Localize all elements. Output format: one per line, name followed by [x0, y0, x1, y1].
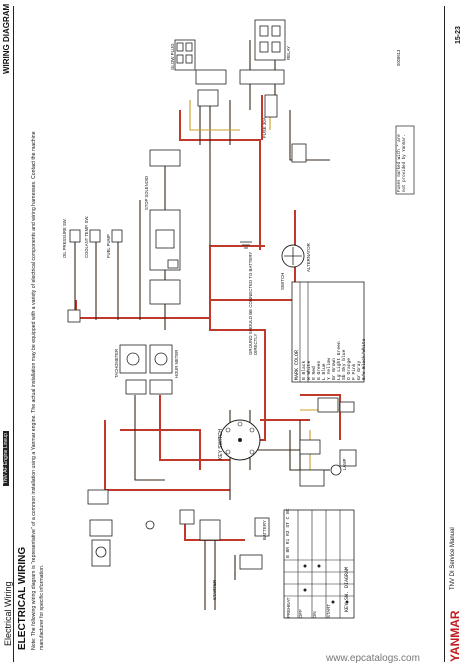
color-table [291, 281, 365, 383]
fuse-label: FUSE 30A [262, 117, 267, 138]
starter-cluster [87, 489, 270, 570]
coolant-label: COOLANT TEMP. SW. [84, 215, 89, 258]
header-rule [13, 6, 14, 662]
fuse-note-box [395, 125, 415, 195]
alternator-label: ALTERNATOR [306, 243, 311, 272]
battery-label: BATTERY [262, 520, 267, 540]
hour-meter-label: HOUR METER [174, 349, 179, 378]
key-sw-row: ON [312, 611, 317, 618]
lamp-label: LAMP [342, 458, 347, 470]
diagram-code: 0008613 [396, 49, 401, 66]
fuse-note: Fuses marked with * are not provided by … [398, 134, 407, 192]
power-wires [72, 95, 341, 541]
alternator [281, 244, 305, 268]
header-rule-right [444, 6, 445, 662]
key-switch [219, 419, 261, 461]
relay-block [239, 19, 307, 163]
stop-label: STOP SOLENOID [144, 175, 149, 210]
ground-symbol [240, 241, 252, 249]
color-row: B/W Black/White [362, 338, 367, 380]
key-sw-row: OFF [298, 609, 303, 618]
key-sw-row: PREHEAT [286, 597, 291, 618]
watermark: www.epcatalogs.com [326, 653, 420, 664]
right-connectors [299, 397, 357, 487]
key-sw-row: START [326, 604, 331, 618]
key-sw-table [283, 509, 355, 619]
key-switch-label: KEY SWITCH [218, 428, 224, 460]
key-sw-diagram-title: KEY SW. DIAGRAM [344, 566, 350, 612]
oil-label: OIL PRESSURE SW. [62, 218, 67, 258]
fuel-label: FUEL PUMP [106, 234, 111, 258]
glow-label: GLOW PLUG [170, 43, 175, 70]
switch-label: SWITCH [280, 272, 285, 290]
connector-top-left [174, 39, 227, 107]
color-table-title: MARK COLOR [294, 349, 300, 380]
key-sw-header: B BR R1 R2 ST C BC [286, 508, 291, 558]
starter-label: STARTER [212, 579, 217, 600]
ground-note: GROUND SHOULD BE CONNECTED TO BATTERY DI… [248, 251, 258, 355]
sensor-stack [67, 149, 181, 323]
hour-meter-cluster [119, 344, 173, 395]
relay-label: RELAY [286, 45, 291, 60]
tachometer-label: TACHOMETER [114, 348, 119, 378]
